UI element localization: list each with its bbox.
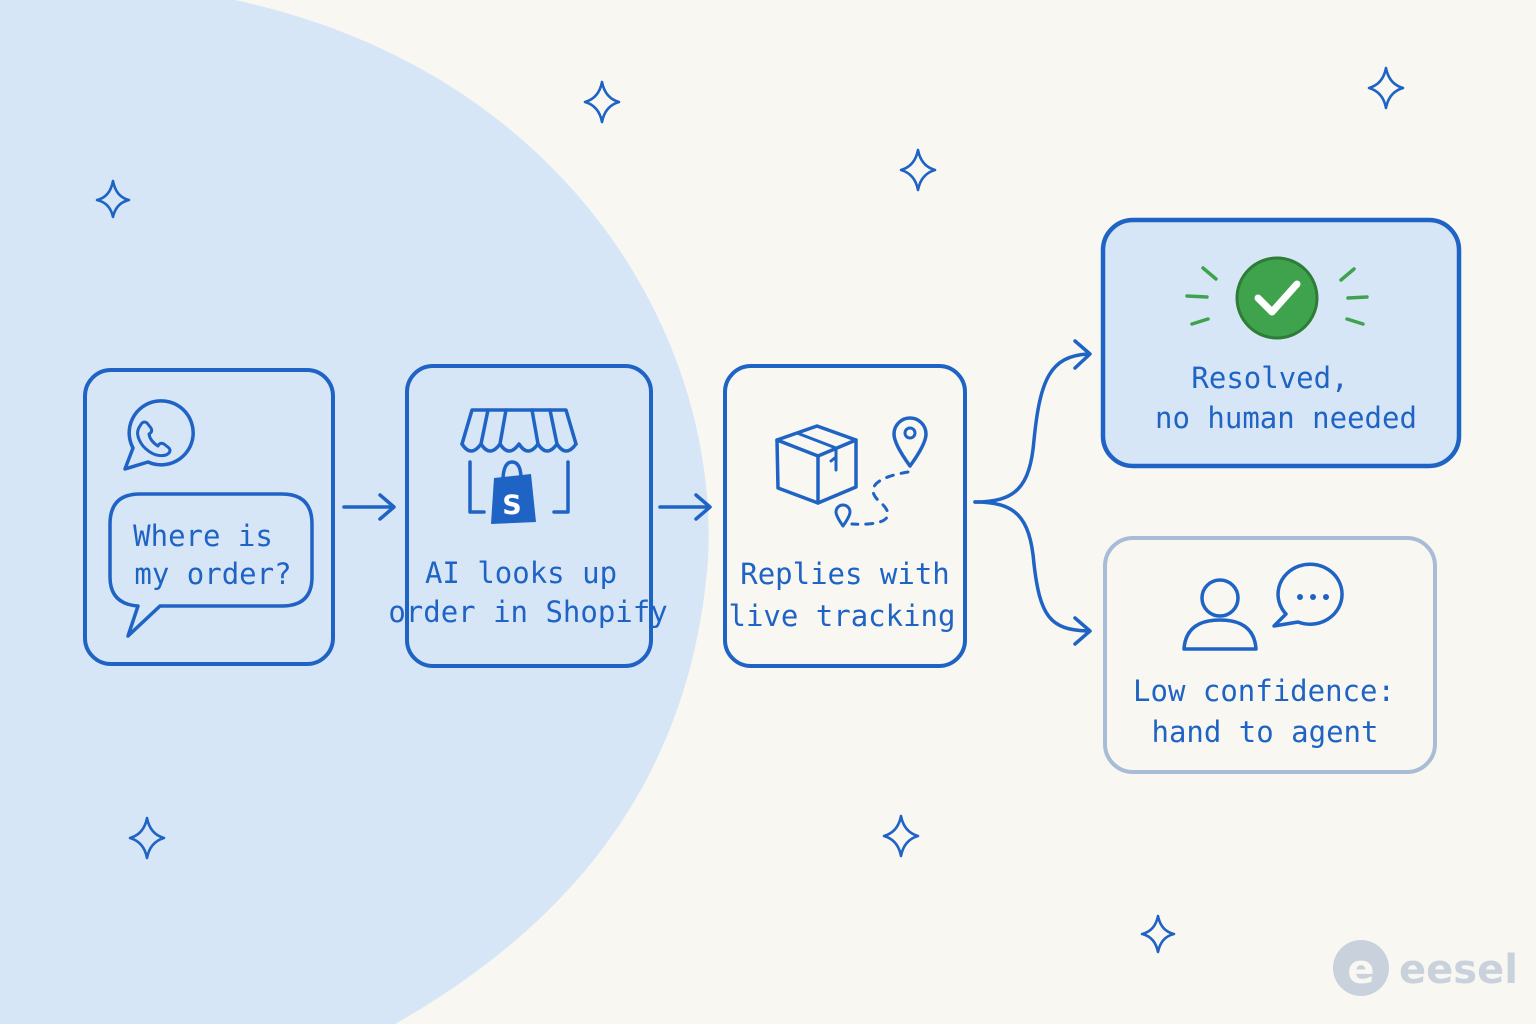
svg-text:S: S [502, 490, 521, 521]
outcome-handoff-label-line2: hand to agent [1152, 715, 1379, 749]
step-lookup-label-line1: AI looks up [425, 556, 617, 590]
arrow-connector [342, 493, 396, 521]
sparkle-icon [128, 816, 166, 860]
card-frame [723, 364, 967, 668]
location-pin-icon [892, 416, 928, 468]
sparkle-icon [882, 814, 920, 858]
step-reply-label-line2: live tracking [729, 599, 956, 633]
sparkle-icon [583, 80, 621, 124]
speech-bubble [108, 492, 314, 638]
outcome-handoff-card: Low confidence: hand to agent [1103, 536, 1437, 774]
step-message-card: Where is my order? [83, 368, 335, 666]
branch-connector [973, 339, 1092, 646]
step-message-label-line2: my order? [134, 557, 291, 591]
card-frame [83, 368, 335, 666]
success-rays [1185, 266, 1369, 326]
outcome-resolved-card: Resolved, no human needed [1100, 217, 1462, 469]
step-lookup-label-line2: order in Shopify [388, 595, 667, 629]
card-frame [1103, 536, 1437, 774]
background-blob [0, 0, 709, 1024]
package-box-icon [775, 424, 858, 505]
sparkle-icon [899, 148, 937, 192]
eesel-logo: e eesel [1333, 940, 1518, 996]
card-frame [1100, 217, 1462, 469]
step-reply-label-line1: Replies with [740, 557, 950, 591]
sparkle-icon [1367, 66, 1405, 110]
step-lookup-card: S AI looks up order in Shopify [388, 364, 668, 668]
shopify-store-icon: S [460, 408, 578, 524]
logo-text: eesel [1399, 947, 1518, 993]
chat-ellipsis-icon [1272, 562, 1344, 628]
sparkle-icon [95, 179, 131, 219]
step-message-label-line1: Where is [133, 519, 273, 553]
outcome-resolved-label-line1: Resolved, [1191, 361, 1348, 395]
person-icon [1182, 578, 1258, 651]
check-circle-icon [1235, 256, 1319, 340]
logo-glyph: e [1347, 947, 1374, 993]
sparkles [95, 66, 1405, 954]
outcome-resolved-label-line2: no human needed [1155, 401, 1417, 435]
whatsapp-icon [123, 399, 195, 471]
sparkle-icon [1140, 914, 1176, 954]
step-reply-card: Replies with live tracking [723, 364, 967, 668]
card-frame [405, 364, 653, 668]
outcome-handoff-label-line1: Low confidence: [1133, 674, 1395, 708]
tracking-route [834, 470, 910, 528]
arrow-connector [658, 493, 712, 521]
